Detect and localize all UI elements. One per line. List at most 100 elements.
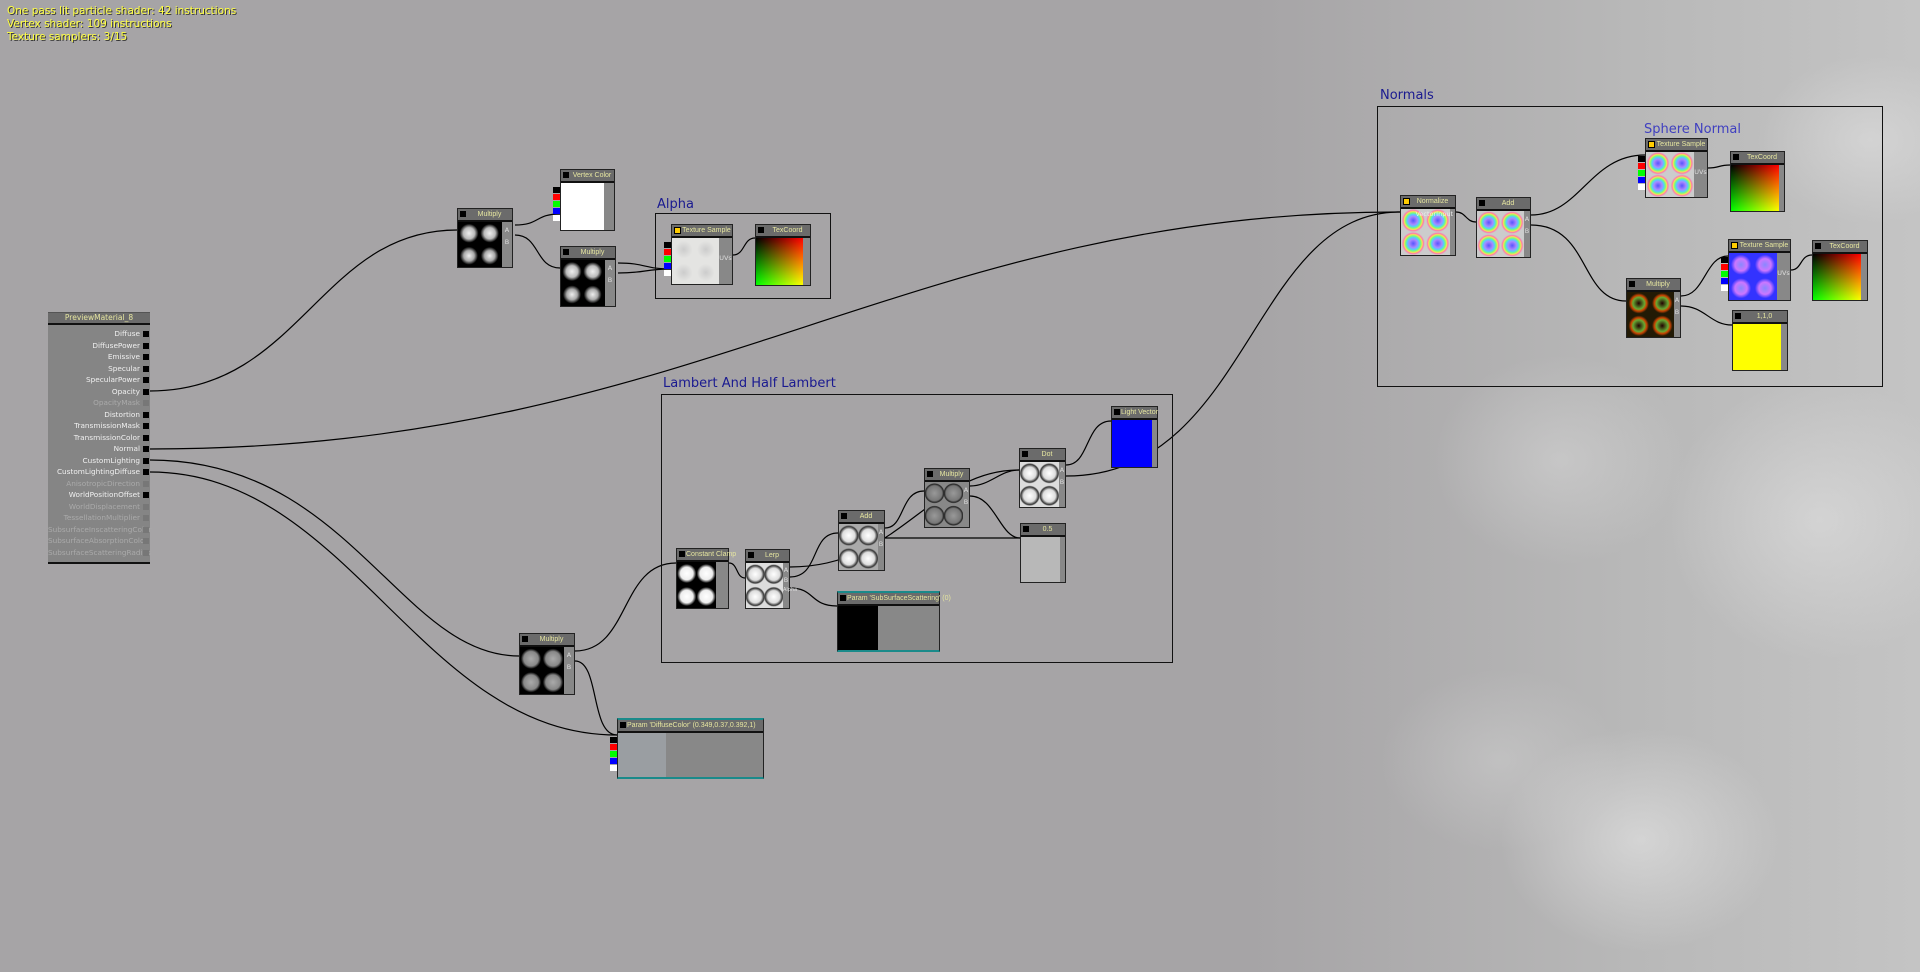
- node-handle-icon[interactable]: [563, 249, 569, 255]
- material-input-customlighting[interactable]: CustomLighting: [48, 455, 150, 467]
- pin-a: A: [607, 264, 613, 272]
- node-preview: [561, 183, 604, 230]
- material-input-opacity[interactable]: Opacity: [48, 386, 150, 398]
- node-title: Multiply: [580, 249, 605, 256]
- material-input-worlddisplacement[interactable]: WorldDisplacement: [48, 501, 150, 513]
- node-handle-icon[interactable]: [522, 636, 528, 642]
- group-normals[interactable]: [1377, 106, 1883, 387]
- node-texture-sample-normal[interactable]: Texture Sample UVs: [1721, 239, 1791, 301]
- material-input-diffusepower[interactable]: DiffusePower: [48, 340, 150, 352]
- node-handle-icon[interactable]: [1022, 451, 1028, 457]
- node-handle-icon[interactable]: [927, 471, 933, 477]
- node-preview: [618, 733, 666, 777]
- pin-a: A: [1674, 296, 1680, 304]
- node-handle-icon[interactable]: [460, 211, 466, 217]
- node-handle-icon[interactable]: [1733, 154, 1739, 160]
- node-title: Multiply: [477, 211, 502, 218]
- wire: [514, 234, 561, 269]
- pin-a: A: [1524, 215, 1530, 223]
- node-handle-icon[interactable]: [620, 722, 626, 728]
- node-preview: [1021, 537, 1060, 582]
- node-constant-110[interactable]: 1,1,0: [1732, 310, 1788, 371]
- node-normalize[interactable]: Normalize VectorInput: [1400, 195, 1456, 256]
- material-input-subsurfacescatteringradius[interactable]: SubsurfaceScatteringRadius: [48, 547, 151, 557]
- node-handle-icon[interactable]: [1735, 313, 1741, 319]
- node-param-diffuse-color[interactable]: Param 'DiffuseColor' (0.349,0.37,0.392,1…: [610, 718, 764, 779]
- stat-pixel-shader: One pass lit particle shader: 42 instruc…: [7, 5, 237, 17]
- node-handle-icon[interactable]: [1114, 409, 1120, 415]
- node-title: Param 'SubSurfaceScattering' (0): [847, 595, 951, 602]
- node-title: Lerp: [764, 552, 779, 559]
- pin-b: B: [1524, 227, 1530, 235]
- node-handle-icon[interactable]: [1023, 526, 1029, 532]
- material-input-customlightingdiffuse[interactable]: CustomLightingDiffuse: [48, 466, 150, 478]
- node-handle-icon[interactable]: [748, 552, 754, 558]
- node-preview: [1729, 253, 1777, 300]
- material-input-worldpositionoffset[interactable]: WorldPositionOffset: [48, 489, 150, 501]
- node-handle-icon[interactable]: [563, 172, 569, 178]
- node-texture-sample-alpha[interactable]: Texture Sample UVs: [664, 224, 733, 285]
- material-input-anisotropicdirection[interactable]: AnisotropicDirection: [48, 478, 150, 490]
- material-input-specularpower[interactable]: SpecularPower: [48, 374, 150, 386]
- material-input-subsurfaceabsorptioncolor[interactable]: SubsurfaceAbsorptionColor: [48, 535, 150, 547]
- node-preview: [520, 647, 564, 694]
- node-preview: [1731, 165, 1779, 211]
- node-vertex-color[interactable]: Vertex Color: [553, 169, 615, 231]
- node-handle-icon[interactable]: [1731, 242, 1738, 249]
- material-input-emissive[interactable]: Emissive: [48, 351, 150, 363]
- material-input-diffuse[interactable]: Diffuse: [48, 328, 150, 340]
- pin-a: A: [878, 528, 884, 536]
- node-handle-icon[interactable]: [679, 551, 685, 557]
- node-handle-icon[interactable]: [841, 513, 847, 519]
- node-title: Add: [859, 513, 873, 520]
- pin-b: B: [1674, 308, 1680, 316]
- node-texcoord-normal[interactable]: TexCoord: [1812, 240, 1868, 301]
- node-preview: [1733, 324, 1781, 370]
- material-input-distortion[interactable]: Distortion: [48, 409, 150, 421]
- node-handle-icon[interactable]: [1815, 243, 1821, 249]
- node-title: Multiply: [939, 471, 964, 478]
- node-texture-sample-sphere[interactable]: Texture Sample UVs: [1638, 138, 1708, 198]
- group-label-lambert: Lambert And Half Lambert: [663, 376, 836, 391]
- group-label-normals: Normals: [1380, 88, 1434, 103]
- node-preview: [1401, 209, 1450, 255]
- node-preview: [1477, 211, 1524, 257]
- node-preview: [677, 562, 716, 608]
- group-lambert[interactable]: [661, 394, 1173, 663]
- node-texcoord-sphere[interactable]: TexCoord: [1730, 151, 1785, 212]
- pin-a: A: [783, 566, 789, 574]
- node-title: Param 'DiffuseColor' (0.349,0.37,0.392,1…: [627, 722, 756, 729]
- node-handle-icon[interactable]: [840, 595, 846, 601]
- material-input-tessellationmultiplier[interactable]: TessellationMultiplier: [48, 512, 150, 524]
- node-constant-half[interactable]: 0.5: [1020, 523, 1066, 583]
- node-handle-icon[interactable]: [1648, 141, 1655, 148]
- node-handle-icon[interactable]: [674, 227, 681, 234]
- node-handle-icon[interactable]: [1403, 198, 1410, 205]
- node-light-vector[interactable]: Light Vector: [1111, 406, 1158, 468]
- node-texcoord-alpha[interactable]: TexCoord: [755, 224, 811, 286]
- node-handle-icon[interactable]: [1479, 200, 1485, 206]
- material-input-normal[interactable]: Normal: [48, 443, 150, 455]
- node-constant-clamp[interactable]: Constant Clamp: [676, 548, 736, 609]
- material-input-subsurfaceinscatteringcolor[interactable]: SubsurfaceInscatteringColor: [48, 524, 152, 534]
- group-label-alpha: Alpha: [657, 197, 694, 212]
- group-alpha[interactable]: [655, 213, 831, 299]
- material-input-opacitymask[interactable]: OpacityMask: [48, 397, 150, 409]
- node-preview: [561, 260, 605, 306]
- material-input-transmissionmask[interactable]: TransmissionMask: [48, 420, 150, 432]
- node-param-subsurface-scattering[interactable]: Param 'SubSurfaceScattering' (0): [837, 591, 951, 652]
- material-input-specular[interactable]: Specular: [48, 363, 150, 375]
- node-handle-icon[interactable]: [758, 227, 764, 233]
- node-handle-icon[interactable]: [1629, 281, 1635, 287]
- material-input-transmissioncolor[interactable]: TransmissionColor: [48, 432, 150, 444]
